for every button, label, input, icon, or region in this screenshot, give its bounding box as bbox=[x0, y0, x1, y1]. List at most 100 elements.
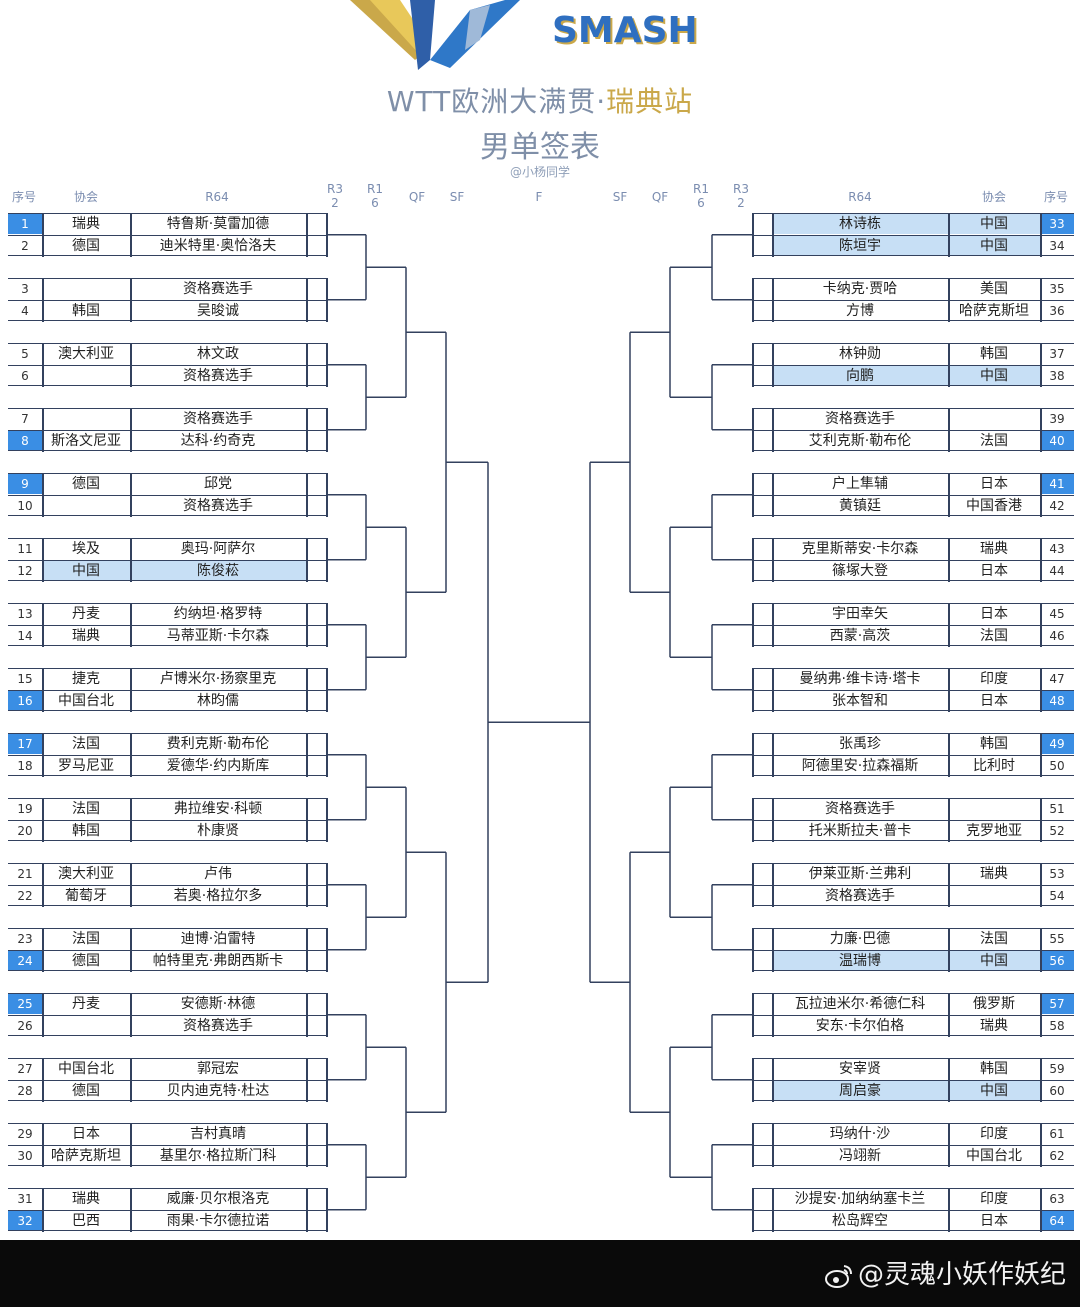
seed-number: 28 bbox=[8, 1079, 42, 1101]
result-cell bbox=[752, 213, 772, 234]
result-cell bbox=[306, 1123, 326, 1144]
seed-number: 42 bbox=[1040, 494, 1074, 516]
header-sf-right: SF bbox=[612, 190, 628, 204]
table-column-divider bbox=[1040, 213, 1042, 236]
table-column-divider bbox=[1040, 754, 1042, 778]
table-column-divider bbox=[326, 364, 328, 388]
result-cell bbox=[752, 1014, 772, 1036]
table-column-divider bbox=[130, 429, 132, 453]
seed-number: 41 bbox=[1040, 473, 1074, 494]
seed-number: 36 bbox=[1040, 299, 1074, 321]
result-cell bbox=[306, 1209, 326, 1231]
seed-number: 17 bbox=[8, 733, 42, 754]
table-column-divider bbox=[772, 819, 774, 843]
player-name-cell: 周启豪 bbox=[772, 1079, 948, 1101]
seed-number: 39 bbox=[1040, 408, 1074, 429]
table-column-divider bbox=[130, 1014, 132, 1038]
association-cell: 法国 bbox=[42, 928, 130, 949]
table-column-divider bbox=[752, 689, 754, 713]
seed-number: 5 bbox=[8, 343, 42, 364]
table-column-divider bbox=[130, 299, 132, 323]
result-cell bbox=[306, 408, 326, 429]
table-column-divider bbox=[772, 798, 774, 821]
table-column-divider bbox=[772, 624, 774, 648]
table-column-divider bbox=[42, 668, 44, 691]
table-column-divider bbox=[752, 884, 754, 908]
table-column-divider bbox=[752, 429, 754, 453]
table-column-divider bbox=[1040, 1209, 1042, 1233]
table-column-divider bbox=[772, 1079, 774, 1103]
seed-number: 54 bbox=[1040, 884, 1074, 906]
table-column-divider bbox=[948, 278, 950, 301]
table-column-divider bbox=[130, 408, 132, 431]
table-column-divider bbox=[326, 1058, 328, 1081]
result-cell bbox=[752, 278, 772, 299]
table-column-divider bbox=[752, 299, 754, 323]
table-column-divider bbox=[130, 754, 132, 778]
seed-number: 10 bbox=[8, 494, 42, 516]
table-column-divider bbox=[306, 299, 308, 323]
table-column-divider bbox=[306, 559, 308, 583]
table-column-divider bbox=[130, 1144, 132, 1168]
table-column-divider bbox=[1040, 668, 1042, 691]
table-column-divider bbox=[752, 1014, 754, 1038]
association-cell: 印度 bbox=[948, 668, 1040, 689]
table-column-divider bbox=[326, 473, 328, 496]
header-assoc-left: 协会 bbox=[73, 190, 98, 204]
player-name-cell: 帕特里克·弗朗西斯卡 bbox=[130, 949, 306, 971]
association-cell bbox=[42, 278, 130, 299]
result-cell bbox=[306, 343, 326, 364]
table-column-divider bbox=[1040, 884, 1042, 908]
result-cell bbox=[752, 603, 772, 624]
result-cell bbox=[752, 1058, 772, 1079]
player-name-cell: 约纳坦·格罗特 bbox=[130, 603, 306, 624]
player-name-cell: 艾利克斯·勒布伦 bbox=[772, 429, 948, 451]
table-column-divider bbox=[306, 1123, 308, 1146]
player-name-cell: 曼纳弗·维卡诗·塔卡 bbox=[772, 668, 948, 689]
result-cell bbox=[306, 949, 326, 971]
association-cell: 中国 bbox=[948, 364, 1040, 386]
result-cell bbox=[306, 278, 326, 299]
table-column-divider bbox=[752, 819, 754, 843]
table-column-divider bbox=[752, 603, 754, 626]
seed-number: 37 bbox=[1040, 343, 1074, 364]
result-cell bbox=[306, 559, 326, 581]
table-column-divider bbox=[326, 754, 328, 778]
association-cell: 比利时 bbox=[948, 754, 1040, 776]
table-column-divider bbox=[326, 234, 328, 258]
seed-number: 30 bbox=[8, 1144, 42, 1166]
result-cell bbox=[306, 733, 326, 754]
table-column-divider bbox=[306, 1058, 308, 1081]
result-cell bbox=[752, 1144, 772, 1166]
table-column-divider bbox=[752, 559, 754, 583]
seed-number: 19 bbox=[8, 798, 42, 819]
result-cell bbox=[306, 668, 326, 689]
table-column-divider bbox=[772, 1209, 774, 1233]
player-name-cell: 资格赛选手 bbox=[130, 1014, 306, 1036]
seed-number: 33 bbox=[1040, 213, 1074, 234]
header-sf-left: SF bbox=[449, 190, 465, 204]
table-column-divider bbox=[306, 1144, 308, 1168]
result-cell bbox=[752, 863, 772, 884]
table-column-divider bbox=[306, 343, 308, 366]
table-column-divider bbox=[772, 733, 774, 756]
table-column-divider bbox=[752, 343, 754, 366]
result-cell bbox=[752, 928, 772, 949]
seed-number: 29 bbox=[8, 1123, 42, 1144]
table-column-divider bbox=[130, 278, 132, 301]
table-column-divider bbox=[772, 754, 774, 778]
table-column-divider bbox=[752, 668, 754, 691]
table-column-divider bbox=[1040, 299, 1042, 323]
table-column-divider bbox=[306, 863, 308, 886]
table-column-divider bbox=[306, 429, 308, 453]
table-column-divider bbox=[948, 559, 950, 583]
table-column-divider bbox=[130, 1209, 132, 1233]
association-cell bbox=[42, 1014, 130, 1036]
table-column-divider bbox=[326, 819, 328, 843]
association-cell: 日本 bbox=[948, 473, 1040, 494]
table-column-divider bbox=[326, 408, 328, 431]
table-column-divider bbox=[948, 798, 950, 821]
table-column-divider bbox=[772, 473, 774, 496]
association-cell: 中国 bbox=[42, 559, 130, 581]
player-name-cell: 资格赛选手 bbox=[130, 278, 306, 299]
